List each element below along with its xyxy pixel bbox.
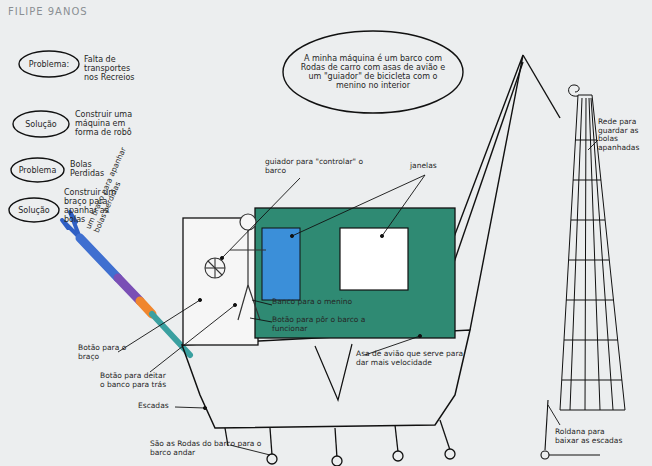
window-white — [340, 228, 408, 290]
node-heading: A minha máquina é um barco com Rodas de … — [298, 54, 448, 90]
node-heading: Solução — [10, 206, 58, 215]
ellipse-shape — [9, 198, 59, 222]
robot-arm — [62, 212, 190, 355]
leader-lines — [118, 140, 598, 455]
window-blue — [262, 228, 300, 300]
ellipse-shape — [19, 51, 79, 77]
node-heading: Problema — [12, 166, 63, 175]
part-label: Escadas — [138, 402, 188, 411]
author-title: FILIPE 9ANOS — [8, 6, 88, 17]
part-label: Banco para o menino — [272, 298, 372, 307]
node-heading: Problema: — [20, 60, 78, 69]
part-label: Rede para guardar as bolas apanhadas — [598, 118, 650, 152]
problem-solution-circle: SoluçãoConstruir uma máquina em forma de… — [12, 110, 70, 138]
cabin-teal — [255, 208, 455, 338]
description-ellipse: A minha máquina é um barco com Rodas de … — [282, 30, 464, 114]
cabin-white — [183, 218, 258, 345]
part-label: São as Rodas do barco para o barco andar — [150, 440, 278, 457]
ellipse-shape — [11, 158, 64, 182]
node-heading: Solução — [14, 120, 68, 129]
node-body: Construir uma máquina em forma de robô — [75, 110, 147, 137]
part-label: janelas — [410, 162, 460, 171]
child-figure — [230, 214, 266, 320]
problem-solution-circle: ProblemaBolas Perdidas — [10, 157, 65, 183]
part-label: Roldana para baixar as escadas — [555, 428, 627, 445]
node-body: Falta de transportes nos Recreios — [84, 55, 146, 82]
ellipse-shape — [283, 31, 463, 113]
steering-wheel — [205, 258, 225, 278]
ellipse-shape — [13, 111, 69, 137]
part-label: Botão para pôr o barco a funcionar — [272, 316, 382, 333]
part-label: Botão para o braço — [78, 344, 130, 361]
problem-solution-circle: Problema:Falta de transportes nos Recrei… — [18, 50, 80, 78]
problem-solution-circle: SoluçãoConstruir um braço para apanhar a… — [8, 197, 60, 223]
part-label: Botão para deitar o banco para trás — [100, 372, 172, 389]
hull-keel — [315, 344, 352, 400]
part-label: guiador para "controlar" o barco — [265, 158, 383, 175]
part-label: Asa de avião que serve para dar mais vel… — [356, 350, 468, 367]
